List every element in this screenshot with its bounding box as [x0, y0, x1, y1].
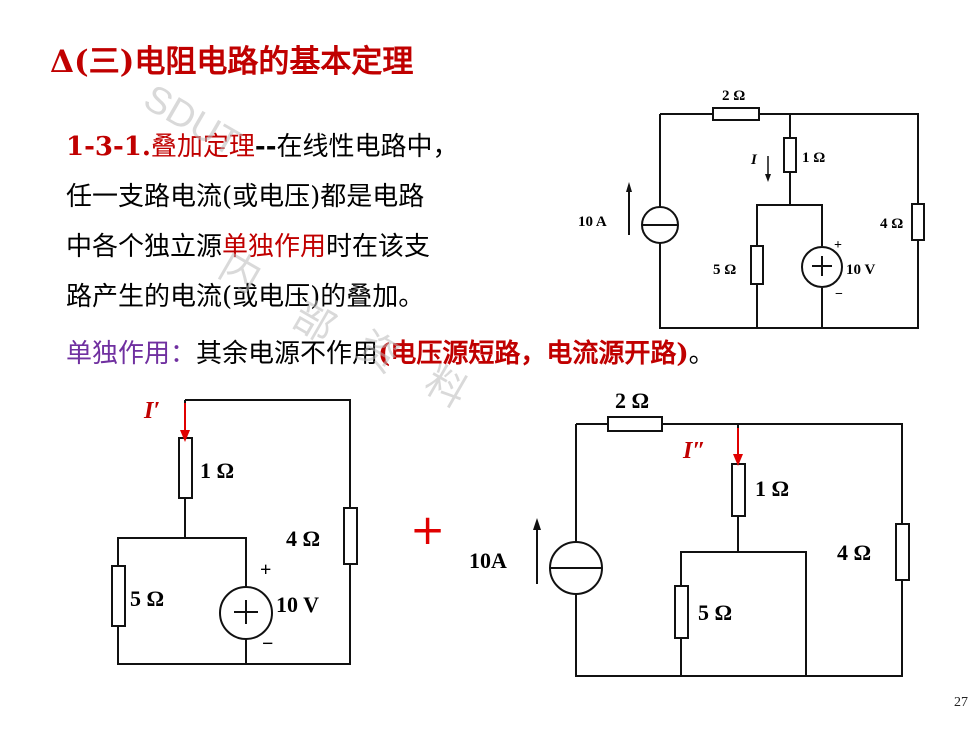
circuit-a-diagram: I′ 1 Ω 4 Ω 5 Ω 10 V + −: [111, 398, 358, 665]
resistor-5ohm: [674, 585, 689, 639]
resistor-4ohm: [895, 523, 910, 581]
label-minus: −: [835, 287, 843, 302]
label-plus: +: [260, 559, 271, 581]
theorem-line-2: 任一支路电流(或电压)都是电路: [66, 182, 425, 212]
theorem-highlight: 单独作用: [222, 232, 327, 262]
resistor-2ohm: [712, 107, 760, 121]
theorem-dashes: --: [254, 132, 277, 162]
label-voltage-src: 10 V: [276, 592, 319, 617]
theorem-line3-end: 时在该支: [326, 232, 431, 262]
theorem-line-3: 中各个独立源单独作用时在该支: [66, 222, 430, 272]
theorem-line-4: 路产生的电流(或电压)的叠加。: [66, 282, 425, 312]
circuit-main-diagram: 2 Ω 1 Ω 4 Ω 5 Ω 10 A 10 V I + −: [578, 88, 925, 329]
label-plus: +: [834, 238, 842, 253]
resistor-5ohm: [750, 245, 764, 285]
theorem-name: 叠加定理: [150, 132, 255, 162]
label-current-i: I: [750, 152, 758, 168]
slide-title: Δ(三)电阻电路的基本定理: [50, 44, 414, 80]
label-r-mid: 1 Ω: [755, 476, 789, 501]
definition-paren: (电压源短路，电流源开路): [378, 339, 689, 369]
theorem-line1-rest: 在线性电路中，: [276, 132, 459, 162]
resistor-4ohm: [911, 203, 925, 241]
label-current-iprime: I′: [143, 398, 160, 424]
label-r-right: 4 Ω: [880, 216, 903, 232]
label-minus: −: [262, 633, 273, 655]
theorem-line-1: 1-3-1.叠加定理--在线性电路中，: [66, 122, 459, 172]
resistor-1ohm: [178, 437, 193, 499]
theorem-number: 1-3-1.: [66, 132, 151, 162]
definition-term: 单独作用：: [66, 339, 197, 369]
label-r-left: 5 Ω: [698, 600, 732, 625]
label-r-mid: 1 Ω: [802, 150, 825, 166]
label-r-top: 2 Ω: [615, 388, 649, 413]
label-r-right: 4 Ω: [837, 540, 871, 565]
label-current-src: 10A: [469, 548, 507, 573]
circuit-b-diagram: 2 Ω I″ 1 Ω 4 Ω 5 Ω 10A: [469, 388, 910, 677]
resistor-2ohm: [607, 416, 663, 432]
theorem-line3-start: 中各个独立源: [66, 232, 223, 262]
resistor-1ohm: [731, 463, 746, 517]
label-r-mid: 1 Ω: [200, 458, 234, 483]
label-r-left: 5 Ω: [713, 262, 736, 278]
label-r-left: 5 Ω: [130, 586, 164, 611]
definition-line: 单独作用：其余电源不作用(电压源短路，电流源开路)。: [66, 332, 715, 376]
resistor-5ohm: [111, 565, 126, 627]
resistor-4ohm: [343, 507, 358, 565]
label-voltage-src: 10 V: [846, 262, 875, 278]
page-number: 27: [954, 695, 968, 710]
plus-sign: +: [410, 505, 446, 554]
definition-end: 。: [688, 339, 715, 369]
resistor-1ohm: [783, 137, 797, 173]
label-r-right: 4 Ω: [286, 526, 320, 551]
definition-text: 其余电源不作用: [196, 339, 379, 369]
label-current-src: 10 A: [578, 214, 607, 230]
label-r-top: 2 Ω: [722, 88, 745, 104]
label-current-idoubleprime: I″: [682, 438, 706, 464]
